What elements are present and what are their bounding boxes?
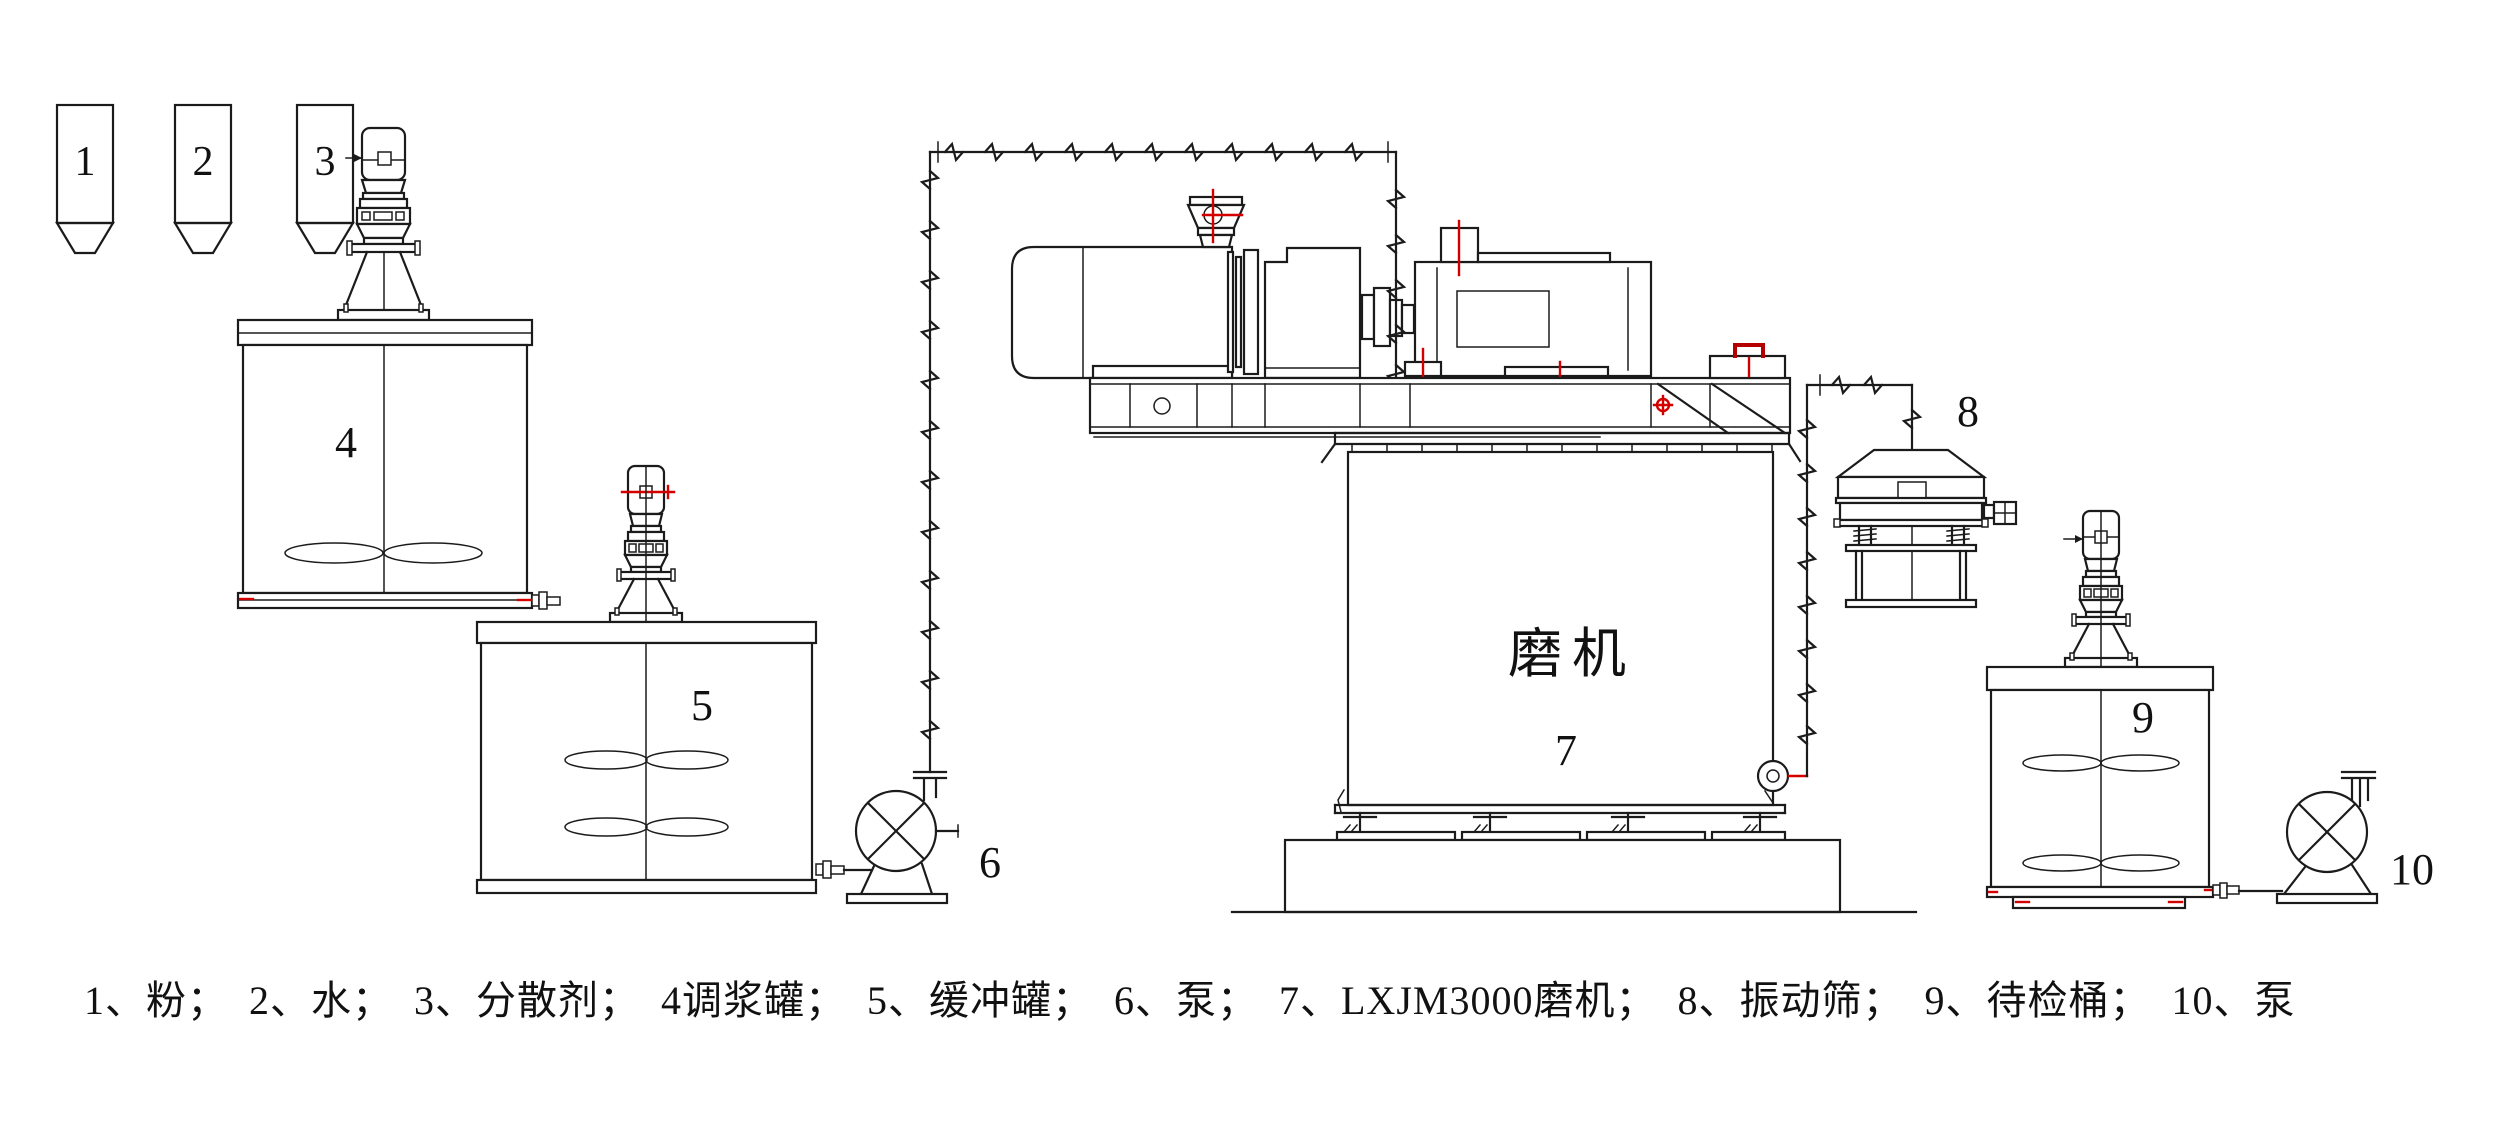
legend-caption: 1、粉； 2、水； 3、分散剂； 4调浆罐； 5、缓冲罐； 6、泵； 7、LXJ… (84, 978, 2295, 1023)
mill-feed-funnel (1186, 188, 1246, 249)
propeller-4 (383, 542, 483, 564)
propeller-5 (564, 750, 648, 770)
propeller-5 (645, 750, 729, 770)
buffer-tank-5: 5 (475, 465, 874, 895)
vibrating-sieve-8: 8 (1833, 387, 2018, 609)
mill-feed-port (1708, 354, 1787, 380)
tank-4-label: 4 (335, 418, 357, 467)
sieve-discharge-spout (1982, 500, 2018, 526)
tank-9-skid (2011, 895, 2187, 910)
tank-9-outlet-fitting (2212, 882, 2240, 899)
pump-6-label: 6 (979, 838, 1001, 887)
pipe-pump6-to-mill (919, 141, 1407, 774)
mill-foundation (1283, 838, 1842, 914)
propeller-9 (2100, 754, 2180, 772)
propeller-4 (284, 542, 384, 564)
feed-port-red-bracket (1733, 343, 1765, 358)
mill-body: 磨机 7 (1337, 450, 1809, 813)
slurry-mixing-tank-4: 4 (236, 318, 561, 610)
inspection-tank-9: 9 (1985, 510, 2284, 910)
mill-drive-unit (1010, 188, 1416, 380)
pump-10-label: 10 (2390, 845, 2434, 894)
shaft-coupling (1360, 286, 1416, 348)
mill-base (1230, 803, 1918, 914)
hopper-water-2: 2 (173, 103, 233, 255)
tank-5-label: 5 (691, 681, 713, 730)
mill-head (1403, 219, 1653, 384)
shaft-direction-arrow-4 (354, 154, 362, 162)
sieve-8-label: 8 (1957, 387, 1979, 436)
hopper-3-label: 3 (315, 139, 336, 185)
sieve-springs (1853, 524, 1970, 547)
sieve-dome (1834, 448, 1988, 479)
mill-number-label: 7 (1555, 726, 1577, 775)
tank-9-label: 9 (2132, 693, 2154, 742)
mill-support-feet (1342, 811, 1778, 834)
discharge-chute (1656, 382, 1730, 435)
reducer-gearbox (1263, 246, 1362, 380)
pump-10: 10 (2275, 770, 2434, 905)
mill-bench-frame (1088, 343, 1792, 438)
tank-4-outlet-fitting (531, 591, 561, 610)
hopper-powder-1: 1 (55, 103, 115, 255)
hopper-1-label: 1 (75, 139, 96, 185)
pipe-mill-to-sieve (1796, 374, 1923, 778)
hopper-dispersant-3: 3 (295, 103, 355, 255)
bench-hole (1153, 397, 1171, 415)
mill-outlet-port (1756, 759, 1809, 805)
mill-name-label: 磨机 (1508, 624, 1636, 684)
bench-red-target (1652, 394, 1674, 416)
mill-main-motor (1010, 245, 1234, 380)
propeller-5 (645, 817, 729, 837)
mill-7: 磨机 7 (1088, 219, 1918, 914)
propeller-9 (2100, 854, 2180, 872)
pump-6: 6 (845, 770, 1001, 905)
tank-5-outlet-fitting (815, 860, 845, 879)
propeller-5 (564, 817, 648, 837)
coupling-plates (1226, 250, 1235, 374)
discharge-chute (1710, 382, 1787, 435)
hopper-2-label: 2 (193, 139, 214, 185)
